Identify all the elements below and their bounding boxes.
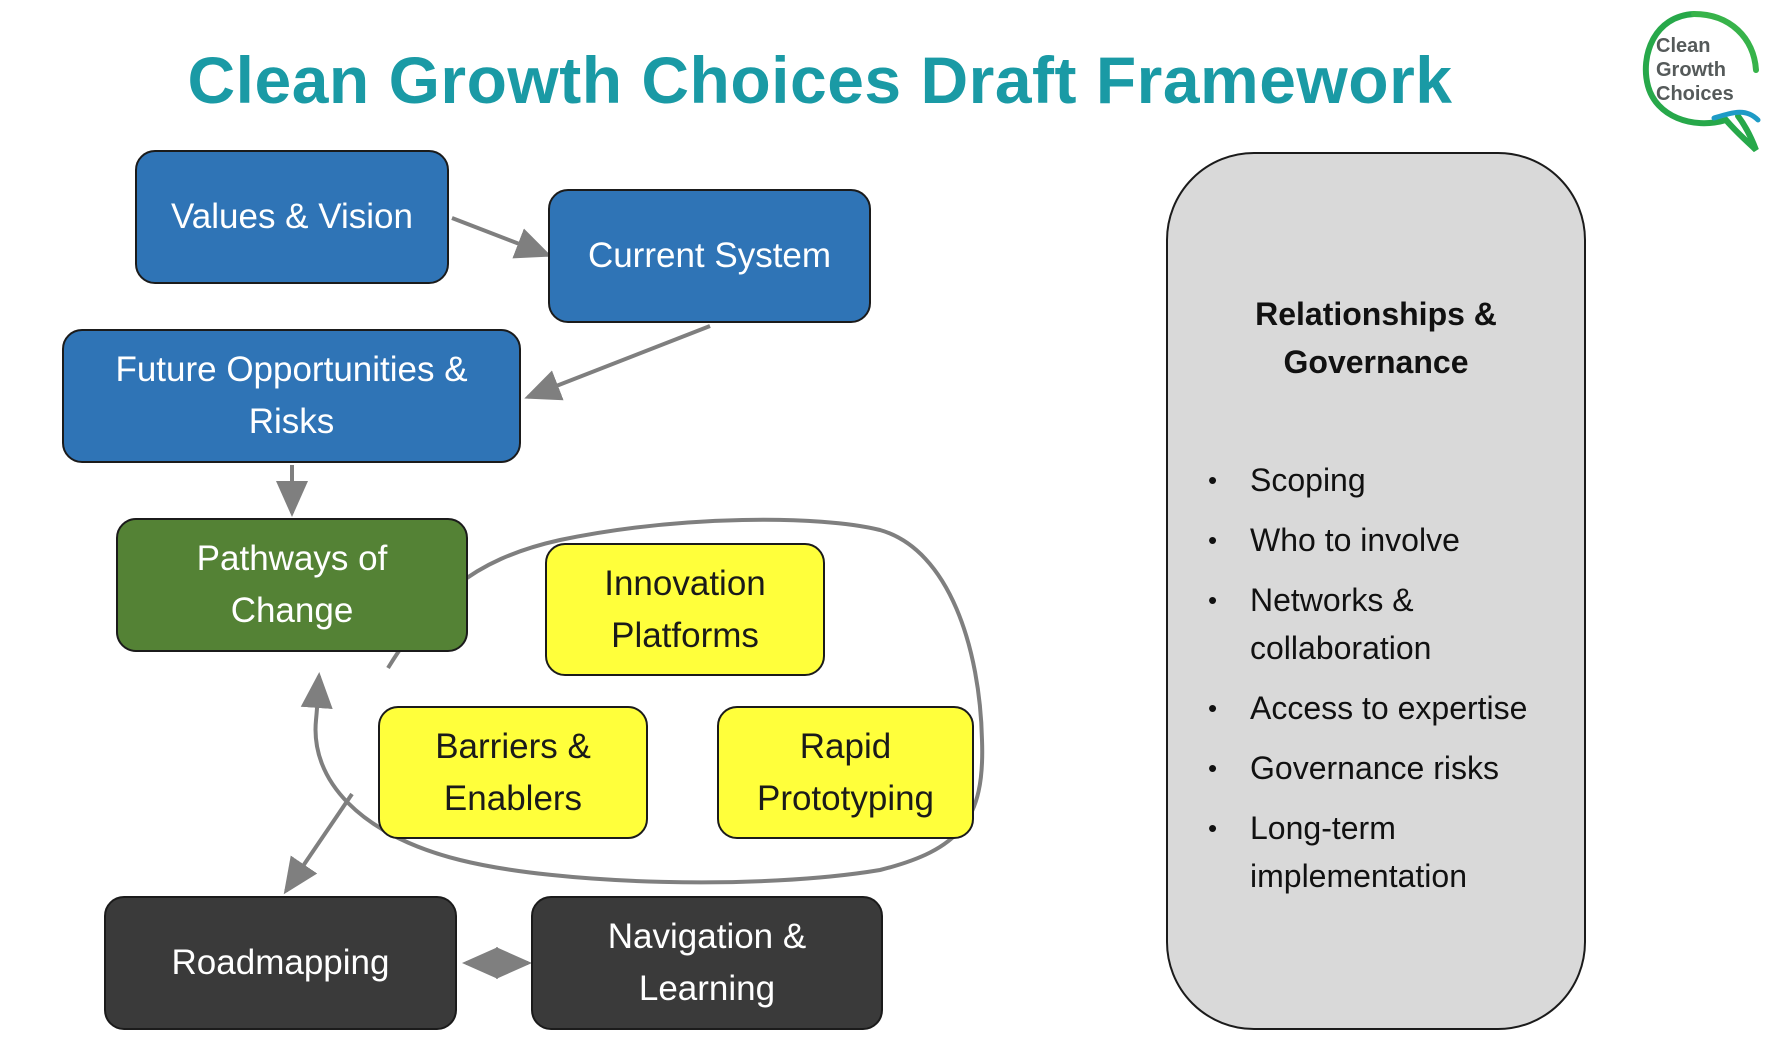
node-innovation-platforms: Innovation Platforms <box>545 543 825 676</box>
node-label-line: Navigation & <box>607 917 807 956</box>
list-item: • Access to expertise <box>1208 684 1568 732</box>
list-item-text: Networks & <box>1250 582 1414 618</box>
panel-title-line: Relationships & <box>1255 296 1497 332</box>
node-current-system: Current System <box>548 189 871 323</box>
list-item: • Governance risks <box>1208 744 1568 792</box>
bullet-icon: • <box>1208 585 1218 615</box>
panel-title-line: Governance <box>1283 344 1469 380</box>
bullet-icon: • <box>1208 693 1218 723</box>
node-label: Values & Vision <box>171 197 413 236</box>
list-item-text: Long-term <box>1250 810 1396 846</box>
node-label-line: Rapid <box>799 726 892 766</box>
list-item: • Networks & collaboration <box>1208 576 1568 672</box>
bullet-icon: • <box>1208 813 1218 843</box>
node-barriers-enablers: Barriers & Enablers <box>378 706 648 839</box>
list-item: • Long-term implementation <box>1208 804 1568 900</box>
node-label-line: Prototyping <box>756 778 935 818</box>
node-navigation-learning: Navigation & Learning <box>531 896 883 1030</box>
arrow-current-to-future <box>524 324 711 401</box>
panel-bullet-list: • Scoping • Who to involve • Networks & … <box>1208 456 1568 912</box>
bullet-icon: • <box>1208 525 1218 555</box>
relationships-governance-panel: Relationships & Governance • Scoping • W… <box>1166 152 1586 1030</box>
node-roadmapping: Roadmapping <box>104 896 457 1030</box>
bullet-icon: • <box>1208 465 1218 495</box>
list-item-text: Governance risks <box>1250 750 1499 786</box>
node-label: Current System <box>587 236 832 275</box>
node-label-line: Pathways of <box>196 539 388 578</box>
arrow-loop-to-roadmapping <box>283 792 354 895</box>
node-label-line: Barriers & <box>435 726 591 766</box>
list-item-text: Access to expertise <box>1250 690 1528 726</box>
node-label-line: Risks <box>248 402 335 441</box>
list-item-text: Scoping <box>1250 462 1366 498</box>
logo-text-line: Clean <box>1656 35 1711 57</box>
node-label-line: Platforms <box>611 615 759 655</box>
list-item: • Who to involve <box>1208 516 1568 564</box>
arrow-values-to-current <box>451 216 552 259</box>
list-item: • Scoping <box>1208 456 1568 504</box>
node-label-line: Change <box>230 591 354 630</box>
node-label-line: Innovation <box>604 563 766 603</box>
bullet-icon: • <box>1208 753 1218 783</box>
list-item-text: collaboration <box>1250 630 1432 666</box>
page-title: Clean Growth Choices Draft Framework <box>187 43 1453 117</box>
node-values-vision: Values & Vision <box>135 150 449 284</box>
node-label-line: Enablers <box>443 778 583 818</box>
list-item-text: implementation <box>1250 858 1467 894</box>
logo-text-line: Growth <box>1656 59 1726 81</box>
list-item-text: Who to involve <box>1250 522 1460 558</box>
node-rapid-prototyping: Rapid Prototyping <box>717 706 974 839</box>
node-label-line: Learning <box>638 969 776 1008</box>
node-label: Roadmapping <box>171 943 390 982</box>
node-label-line: Future Opportunities & <box>115 350 468 389</box>
logo-text-line: Choices <box>1656 83 1734 105</box>
panel-title: Relationships & Governance <box>1168 290 1584 386</box>
node-pathways-of-change: Pathways of Change <box>116 518 468 652</box>
node-future-opportunities-risks: Future Opportunities & Risks <box>62 329 521 463</box>
clean-growth-choices-logo: Clean Growth Choices <box>1634 8 1762 156</box>
